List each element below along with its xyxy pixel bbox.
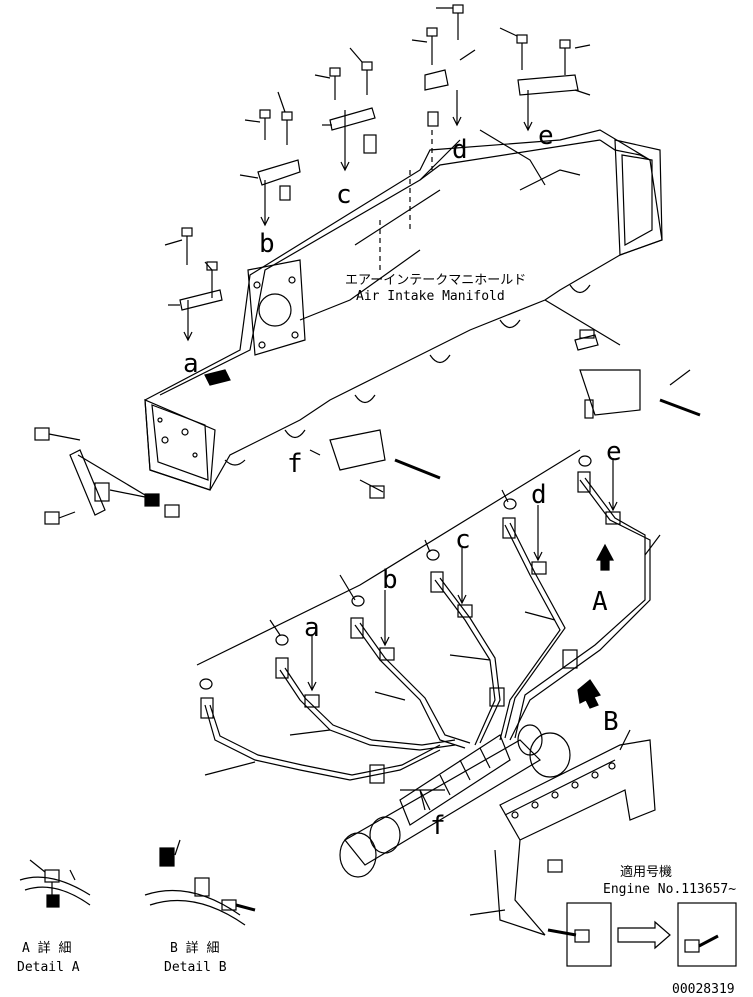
letter-a-top: a: [183, 349, 199, 379]
letter-b-lower: b: [382, 565, 398, 595]
center-clamp: [329, 429, 441, 499]
pump-bracket: [469, 729, 656, 943]
letter-f-lower: f: [430, 811, 446, 841]
fuel-lines: [196, 449, 661, 784]
engine-number-label: Engine No.113657~: [603, 882, 736, 897]
letter-B: B: [603, 707, 619, 737]
part-code: 00028319: [672, 982, 735, 997]
detail-b-title-en: Detail B: [164, 960, 227, 975]
detail-b-title-jp: B 詳 細: [170, 940, 219, 956]
air-intake-manifold: [144, 129, 663, 491]
manifold-label-en: Air Intake Manifold: [356, 289, 505, 304]
detail-a-title-jp: A 詳 細: [22, 940, 71, 956]
left-small-parts: [34, 427, 180, 525]
view-arrows: [577, 543, 614, 709]
letter-e-lower: e: [606, 437, 622, 467]
letter-b-top: b: [259, 229, 275, 259]
manifold-label-jp: エアーインテークマニホールド: [345, 273, 526, 288]
injection-pump: [339, 724, 571, 878]
letter-e-top: e: [538, 121, 554, 151]
detail-b-drawing: [144, 839, 256, 926]
letter-A: A: [592, 587, 608, 617]
applicability-boxes: [566, 902, 737, 967]
letter-c-lower: c: [455, 525, 471, 555]
letter-d-lower: d: [531, 480, 547, 510]
upper-bolts: [164, 4, 591, 456]
letter-d-top: d: [452, 135, 468, 165]
letter-a-lower: a: [304, 613, 320, 643]
detail-a-title-en: Detail A: [17, 960, 80, 975]
right-bracket: [544, 299, 701, 419]
letter-f-top: f: [287, 449, 303, 479]
detail-a-drawing: [19, 859, 91, 908]
applicable-label-jp: 適用号機: [620, 864, 672, 880]
letter-c-top: c: [336, 180, 352, 210]
